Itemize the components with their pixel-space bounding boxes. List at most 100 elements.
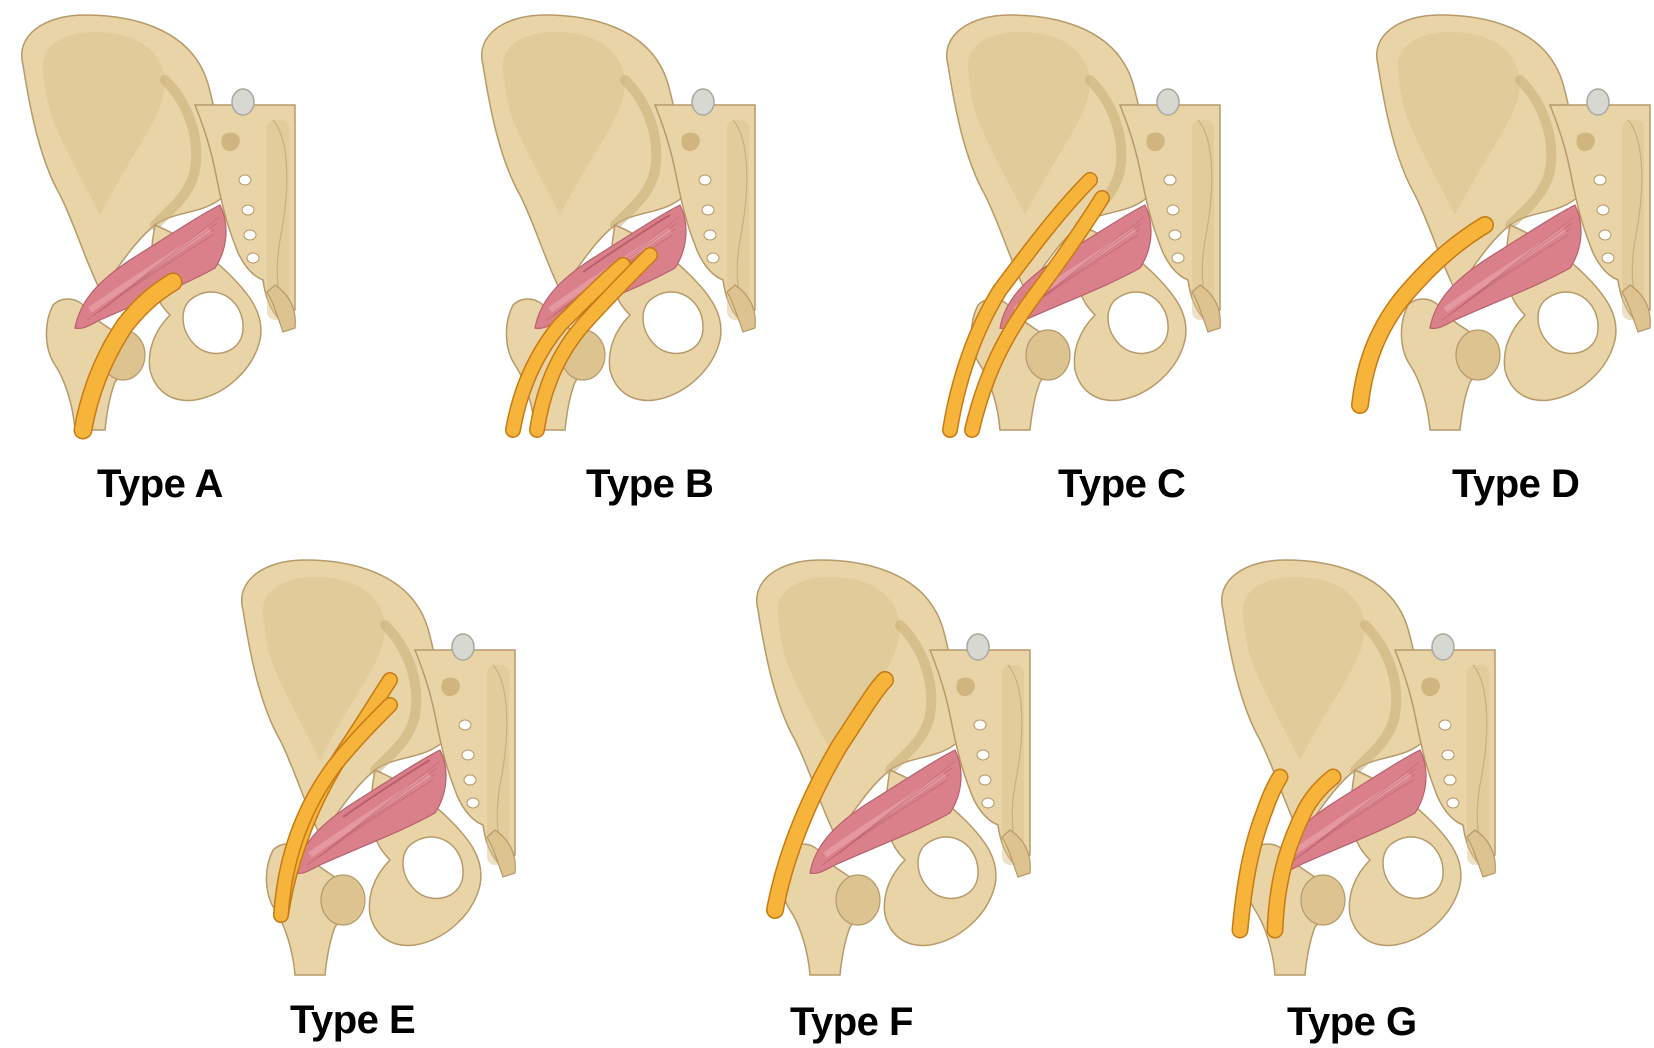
sacral-foramen-4 — [706, 252, 720, 264]
nerve-division-1 — [1231, 768, 1289, 939]
nerve-division-2-core — [1268, 770, 1340, 937]
muscle-fiber-4 — [1459, 216, 1575, 309]
sacral-notch — [681, 132, 700, 152]
sciatic-nerve-core — [75, 274, 181, 438]
sacral-foramen-1 — [1163, 174, 1177, 186]
panel-type-d — [1351, 14, 1651, 431]
panel-type-g — [1220, 559, 1496, 976]
femoral-head — [1300, 874, 1346, 926]
femoral-head — [1025, 329, 1071, 381]
coccyx-tip — [1466, 829, 1496, 878]
sacral-foramen-3 — [1168, 229, 1182, 241]
sacral-foramen-4 — [1446, 797, 1460, 809]
sacral-foramen-2 — [1166, 204, 1180, 216]
sciatic-nerve-core — [1352, 217, 1493, 413]
nerve-division-1-core — [1233, 770, 1287, 937]
coccyx-tip — [266, 284, 296, 333]
label-type-a: Type A — [97, 462, 223, 506]
coccyx-column — [727, 120, 749, 320]
sacral-foramen-3 — [703, 229, 717, 241]
sacral-notch — [1146, 132, 1165, 152]
coccyx-column — [1622, 120, 1644, 320]
sacral-foramen-1 — [973, 719, 987, 731]
sacral-foramen-1 — [1593, 174, 1607, 186]
iliac-crest-shade — [1505, 75, 1557, 230]
panel-type-e — [240, 559, 516, 976]
muscle-highlight — [88, 227, 212, 313]
muscle-fiber-4 — [839, 761, 955, 854]
coccyx-column — [1192, 120, 1214, 320]
obturator-foramen — [182, 291, 244, 355]
muscle-fiber-4 — [324, 761, 440, 854]
panel-type-c — [942, 14, 1221, 438]
coccyx-tip — [1001, 829, 1031, 878]
femoral-head — [320, 874, 366, 926]
coccyx-column — [487, 665, 509, 865]
piriformis-muscle — [809, 749, 962, 875]
coccyx-column — [1467, 665, 1489, 865]
spine-disc — [451, 633, 475, 661]
sacral-foramen-2 — [461, 749, 475, 761]
sciatic-nerve — [73, 272, 183, 440]
nerve-division-1 — [505, 257, 631, 438]
ilium-fossa — [1397, 32, 1520, 215]
ilium-fossa — [262, 577, 385, 760]
coccyx-column — [1002, 665, 1024, 865]
nerve-division-2-core — [965, 191, 1109, 437]
nerve-division-2 — [529, 247, 658, 438]
piriformis-muscle — [1274, 749, 1427, 875]
sacral-foramen-4 — [1601, 252, 1615, 264]
muscle-highlight — [1443, 227, 1567, 313]
sacral-notch — [441, 677, 460, 697]
spine-disc — [1156, 88, 1180, 116]
label-type-b: Type B — [586, 462, 714, 506]
sacral-foramen-1 — [698, 174, 712, 186]
sacral-foramen-3 — [1598, 229, 1612, 241]
obturator-foramen — [1382, 836, 1444, 900]
femoral-head — [1455, 329, 1501, 381]
label-type-e: Type E — [290, 998, 416, 1042]
sacral-foramen-3 — [978, 774, 992, 786]
sacral-foramen-4 — [1171, 252, 1185, 264]
muscle-highlight — [308, 772, 432, 858]
label-type-c: Type C — [1058, 462, 1186, 506]
nerve-division-1-core — [506, 258, 630, 437]
piriformis-muscle — [294, 749, 447, 875]
sacral-foramen-3 — [463, 774, 477, 786]
nerve-under-muscle — [273, 697, 398, 923]
coccyx-tip — [1191, 284, 1221, 333]
piriformis-muscle — [74, 204, 227, 330]
sacral-foramen-3 — [1443, 774, 1457, 786]
iliac-crest-shade — [370, 620, 422, 775]
piriformis-muscle — [1429, 204, 1582, 330]
sacral-notch — [1576, 132, 1595, 152]
iliac-crest-shade — [885, 620, 937, 775]
nerve-division-1-core — [943, 173, 1097, 437]
sacral-foramen-4 — [981, 797, 995, 809]
muscle-fiber-4 — [104, 216, 220, 309]
sacral-foramen-2 — [976, 749, 990, 761]
ilium-fossa — [502, 32, 625, 215]
ilium-fossa — [1242, 577, 1365, 760]
sacral-foramen-2 — [1596, 204, 1610, 216]
coccyx-column — [267, 120, 289, 320]
sciatic-nerve — [766, 671, 894, 919]
spine-disc — [231, 88, 255, 116]
spine-disc — [1586, 88, 1610, 116]
nerve-division-1 — [942, 172, 1098, 438]
nerve-under-muscle-core — [274, 698, 397, 922]
sacral-foramen-2 — [241, 204, 255, 216]
sacral-notch — [1421, 677, 1440, 697]
muscle-highlight — [1288, 772, 1412, 858]
panel-type-b — [480, 14, 756, 438]
nerve-division-2-core — [530, 248, 657, 437]
muscle-fiber-4 — [1304, 761, 1420, 854]
spine-disc — [691, 88, 715, 116]
sacral-foramen-3 — [243, 229, 257, 241]
ilium-fossa — [967, 32, 1090, 215]
coccyx-tip — [486, 829, 516, 878]
label-type-f: Type F — [790, 1000, 913, 1044]
spine-disc — [966, 633, 990, 661]
muscle-highlight — [823, 772, 947, 858]
